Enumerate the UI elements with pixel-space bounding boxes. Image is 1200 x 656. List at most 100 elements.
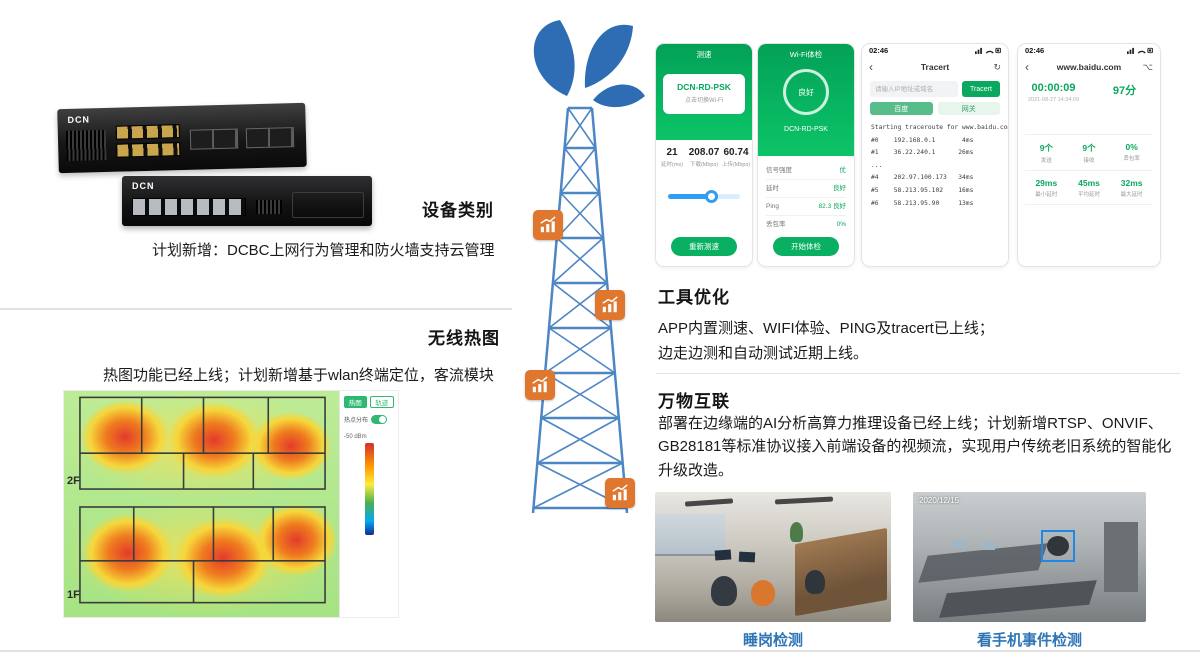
status-bar: 02:46 (1018, 44, 1160, 57)
scene-shape (711, 576, 737, 606)
tracert-button[interactable]: Tracert (962, 81, 1000, 97)
floor-label-2f: 2F (67, 475, 80, 487)
scene-shape (655, 514, 725, 556)
score-gauge: 良好 (783, 69, 829, 115)
dcn-logo: DCN (67, 114, 91, 125)
detection-bounding-box (1041, 530, 1075, 562)
heat-spot (256, 505, 336, 575)
wifi-heatmap-screenshot: 2F 1F 热图 轨迹 热点分布 -50 dBm (63, 390, 399, 618)
nav-title: Tracert (920, 62, 950, 72)
speed-slider[interactable] (668, 190, 740, 203)
duration-sub: 2021-08-27 14:34:09 (1027, 97, 1080, 103)
section-title-iot: 万物互联 (658, 392, 730, 411)
tab-gateway[interactable]: 网关 (937, 102, 1000, 115)
heatmap-toggle-switch[interactable] (371, 415, 388, 424)
heatmap-floorplan: 2F 1F (64, 391, 339, 617)
scene-shape (1047, 536, 1069, 556)
chart-badge-icon (605, 478, 635, 508)
status-icons (1127, 47, 1153, 54)
grid-cell: 0%丢包率 (1110, 135, 1153, 171)
ethernet-ports (115, 124, 181, 140)
grid-cell: 9个接收 (1067, 135, 1111, 171)
nav-title: www.baidu.com (1056, 62, 1122, 72)
status-bar: 02:46 (862, 44, 1008, 57)
stat-label: 延时(ms) (661, 162, 683, 168)
ssid-label: DCN-RD-PSK (677, 82, 731, 92)
tracert-log: Starting traceroute for www.baidu.com#0 … (871, 124, 1008, 207)
blank-panel (292, 192, 364, 218)
scene-shape (790, 522, 803, 542)
tab-baidu[interactable]: 百度 (870, 102, 933, 115)
network-device-photo-1: DCN (57, 102, 307, 174)
back-icon[interactable]: ‹ (869, 60, 873, 74)
scene-shape (953, 540, 965, 548)
heat-spot (84, 515, 172, 591)
status-time: 02:46 (869, 46, 889, 55)
scene-shape (805, 570, 825, 594)
device-vents (65, 129, 107, 162)
signal-color-scale (364, 443, 374, 535)
scene-shape (738, 551, 756, 563)
surveillance-photo-sleep-detection (655, 492, 891, 622)
grid-cell: 9个发送 (1025, 135, 1068, 171)
scene-shape (714, 549, 732, 561)
phone-screenshot-test-result: 02:46 ‹ www.baidu.com ⌥ 00:00:09 2021-08… (1018, 44, 1160, 266)
nav-bar: ‹ Tracert ↻ (862, 57, 1008, 77)
splash-logo (533, 20, 645, 108)
camera-timestamp: 2020/12/15 (919, 496, 960, 505)
heatmap-tab-active[interactable]: 热图 (344, 396, 367, 408)
chart-badge-icon (533, 210, 563, 240)
section-divider (0, 308, 512, 310)
status-icons (975, 47, 1001, 54)
gauge-text: 良好 (798, 87, 814, 97)
chart-badge-icon (595, 290, 625, 320)
start-check-button[interactable]: 开始体检 (773, 237, 839, 256)
caption-phone-detection: 看手机事件检测 (976, 632, 1082, 649)
heat-spot (176, 519, 270, 597)
list-item: 延时良好 (766, 180, 846, 198)
heatmap-side-panel: 热图 轨迹 热点分布 -50 dBm (339, 391, 398, 617)
ssid-label: DCN-RD-PSK (784, 126, 828, 133)
chart-badge-icon (525, 370, 555, 400)
heatmap-toggle-label: 热点分布 (344, 418, 369, 424)
tools-description-line2: 边走边测和自动测试近期上线。 (658, 345, 869, 362)
bottom-divider (0, 650, 1200, 652)
surveillance-photo-phone-detection: 2020/12/15 (913, 492, 1146, 622)
slider-knob[interactable] (705, 190, 719, 203)
ssid-hint: 点击切换Wi-Fi (685, 98, 723, 104)
floor-label-1f: 1F (67, 589, 80, 601)
stat-label: 上传(Mbps) (721, 162, 751, 168)
scene-shape (1104, 522, 1138, 592)
tracert-input[interactable] (870, 81, 958, 97)
heatmap-tab-inactive[interactable]: 轨迹 (369, 396, 394, 408)
score-value: 97分 (1112, 85, 1137, 97)
ethernet-ports (116, 142, 181, 158)
wifi-check-header: Wi-Fi体检 (789, 50, 823, 59)
section-divider (656, 373, 1180, 374)
sfp-ports (189, 128, 239, 150)
scene-shape (684, 498, 734, 507)
devices-description: 计划新增：DCBC上网行为管理和防火墙支持云管理 (152, 242, 495, 259)
refresh-icon[interactable]: ↻ (993, 61, 1001, 72)
share-icon[interactable]: ⌥ (1142, 61, 1153, 72)
back-icon[interactable]: ‹ (1025, 60, 1029, 74)
wifi-ssid-card[interactable]: DCN-RD-PSK 点击切换Wi-Fi (663, 74, 745, 114)
caption-sleep-detection: 睡岗检测 (742, 632, 803, 649)
signal-scale-label: -50 dBm (344, 434, 367, 440)
heatmap-description: 热图功能已经上线；计划新增基于wlan终端定位，客流模块 (103, 367, 494, 384)
retest-button[interactable]: 重新测速 (671, 237, 737, 256)
stat-value: 208.07 (688, 147, 720, 158)
speedtest-header: 测速 (696, 50, 712, 59)
section-title-devices: 设备类别 (422, 201, 494, 220)
list-item: 信号强度优 (766, 162, 846, 180)
duration-value: 00:00:09 (1031, 82, 1076, 94)
